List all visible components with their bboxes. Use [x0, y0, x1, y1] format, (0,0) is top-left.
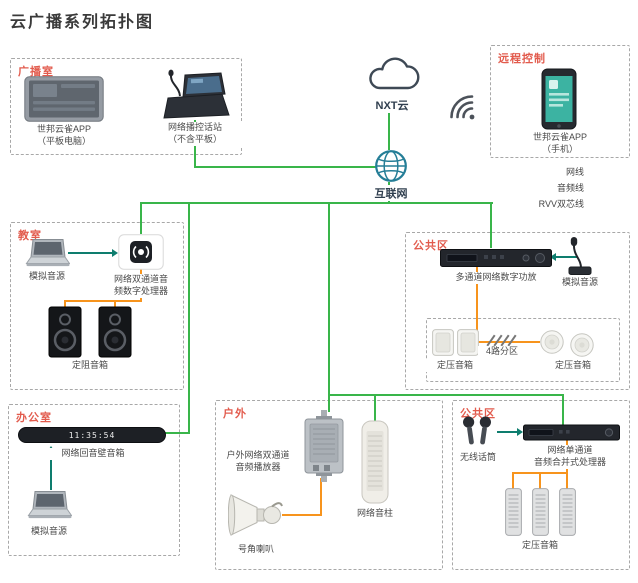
microphone-icon	[568, 237, 592, 275]
wifi-icon	[450, 95, 475, 120]
wall-speaker-icon	[432, 329, 454, 356]
sound-column-icon	[361, 420, 389, 504]
laptop-icon	[27, 491, 72, 519]
public-mid-source-label: 模拟音源	[560, 277, 600, 289]
classroom-speaker-label: 定阻音箱	[54, 360, 126, 372]
legend-label-rvv: RVV双芯线	[538, 198, 584, 209]
classroom-processor-label: 网络双通道音 频数字处理器	[106, 274, 176, 298]
audio-line-public-bottom	[497, 431, 517, 433]
ceiling-speaker-icon	[540, 330, 564, 354]
speaker-icon	[98, 306, 132, 358]
network-line-processor-drop	[562, 394, 564, 425]
horn-speaker-icon	[228, 494, 283, 536]
globe-icon	[375, 150, 407, 182]
network-line-cross-branch	[328, 394, 564, 396]
audio-processor-icon	[118, 234, 164, 270]
soundbar-display: 11:35:54	[68, 430, 116, 440]
legend-item-network: 网线	[520, 163, 630, 179]
network-line-office-in	[164, 432, 190, 434]
speaker-zone-box	[426, 318, 620, 382]
office-box	[8, 404, 180, 556]
classroom-source-label: 模拟音源	[12, 271, 82, 283]
horn-speaker-label: 号角喇叭	[222, 544, 290, 556]
phone-icon	[541, 68, 577, 130]
rvv-line-bottom-sp1	[512, 472, 514, 489]
legend-label-network: 网线	[565, 166, 584, 177]
rvv-line-classroom-bus	[64, 300, 142, 302]
amplifier-icon	[440, 249, 552, 267]
column-speaker-icon	[532, 488, 549, 536]
broadcast-station-icon	[163, 69, 230, 119]
rvv-line-classroom-sp1	[64, 300, 66, 308]
station-label: 网络播控话站 （不含平板）	[148, 122, 242, 146]
broadcast-room-box	[10, 58, 242, 155]
legend-item-audio: 音频线	[520, 179, 630, 195]
section-label-remote-control: 远程控制	[498, 53, 546, 65]
rvv-line-horn	[282, 514, 322, 516]
rvv-line-amp-drop	[476, 266, 478, 343]
amplifier-label: 多通道网络数字功放	[428, 272, 564, 284]
rvv-line-bottom-sp2	[539, 472, 541, 489]
section-label-office: 办公室	[16, 412, 52, 424]
network-line-column-drop	[374, 394, 376, 422]
legend-line-audio	[590, 186, 630, 188]
tablet-label: 世邦云雀APP （平板电脑）	[16, 124, 112, 148]
legend-line-network	[590, 170, 630, 172]
soundbar-label: 网络回音壁音箱	[30, 448, 156, 460]
outdoor-player-label: 户外网络双通道 音频播放器	[222, 450, 294, 474]
rvv-line-bottom-sp3	[566, 472, 568, 489]
bottom-speaker-label: 定压音箱	[504, 540, 576, 552]
wireless-mic-icon	[463, 416, 491, 445]
internet-label: 互联网	[364, 185, 418, 201]
soundbar-icon: 11:35:54	[18, 427, 166, 443]
network-line-classroom-drop	[140, 202, 142, 234]
network-line-amplifier-drop	[490, 202, 492, 248]
network-line-cloud-internet	[388, 98, 390, 150]
classroom-box	[10, 222, 184, 390]
outdoor-player-icon	[304, 410, 344, 482]
column-speaker-icon	[559, 488, 576, 536]
remote-control-box	[490, 45, 630, 158]
section-label-broadcast-room: 广播室	[18, 66, 54, 78]
network-line-office-drop	[188, 202, 190, 434]
office-source-label: 模拟音源	[14, 526, 84, 538]
ceiling-speaker-label: 定压音箱	[539, 360, 607, 372]
sound-column-label: 网络音柱	[339, 508, 411, 520]
legend: 网线 音频线 RVV双芯线	[520, 163, 630, 211]
speaker-icon	[48, 306, 82, 358]
network-line-trunk	[141, 202, 493, 204]
audio-arrowhead-classroom	[112, 249, 118, 257]
page-title: 云广播系列拓扑图	[10, 14, 155, 31]
wireless-mic-label: 无线话筒	[455, 452, 501, 464]
wall-speaker-icon	[457, 329, 479, 356]
ceiling-speaker-icon	[570, 333, 594, 357]
laptop-icon	[25, 239, 70, 267]
cloud-icon	[369, 57, 420, 90]
zone-label: 4路分区	[478, 346, 526, 358]
merge-processor-label: 网络单通道 音频合并式处理器	[515, 445, 625, 469]
cloud-label: NXT云	[366, 97, 418, 113]
legend-line-rvv	[590, 202, 630, 204]
legend-item-rvv: RVV双芯线	[520, 195, 630, 211]
column-speaker-icon	[505, 488, 522, 536]
phone-label: 世邦云雀APP （手机）	[506, 132, 614, 156]
legend-label-audio: 音频线	[556, 182, 584, 193]
rvv-line-outdoor-drop	[320, 478, 322, 516]
merge-processor-icon	[523, 424, 620, 441]
tablet-icon	[24, 76, 104, 122]
wall-speaker-label: 定压音箱	[421, 360, 489, 372]
audio-line-classroom	[68, 252, 112, 254]
public-area-bottom-box	[452, 400, 630, 570]
section-label-public-mid: 公共区	[413, 240, 449, 252]
public-area-mid-box	[405, 232, 630, 390]
audio-arrowhead-public-bottom	[517, 428, 523, 436]
audio-arrowhead-public-mid	[550, 253, 556, 261]
rvv-line-classroom-sp2	[114, 300, 116, 308]
audio-line-office	[50, 452, 52, 490]
audio-line-public-mid	[556, 256, 578, 258]
network-line-station-internet	[194, 166, 376, 168]
section-label-outdoor: 户外	[223, 408, 247, 420]
network-line-outdoor-drop	[328, 202, 330, 412]
